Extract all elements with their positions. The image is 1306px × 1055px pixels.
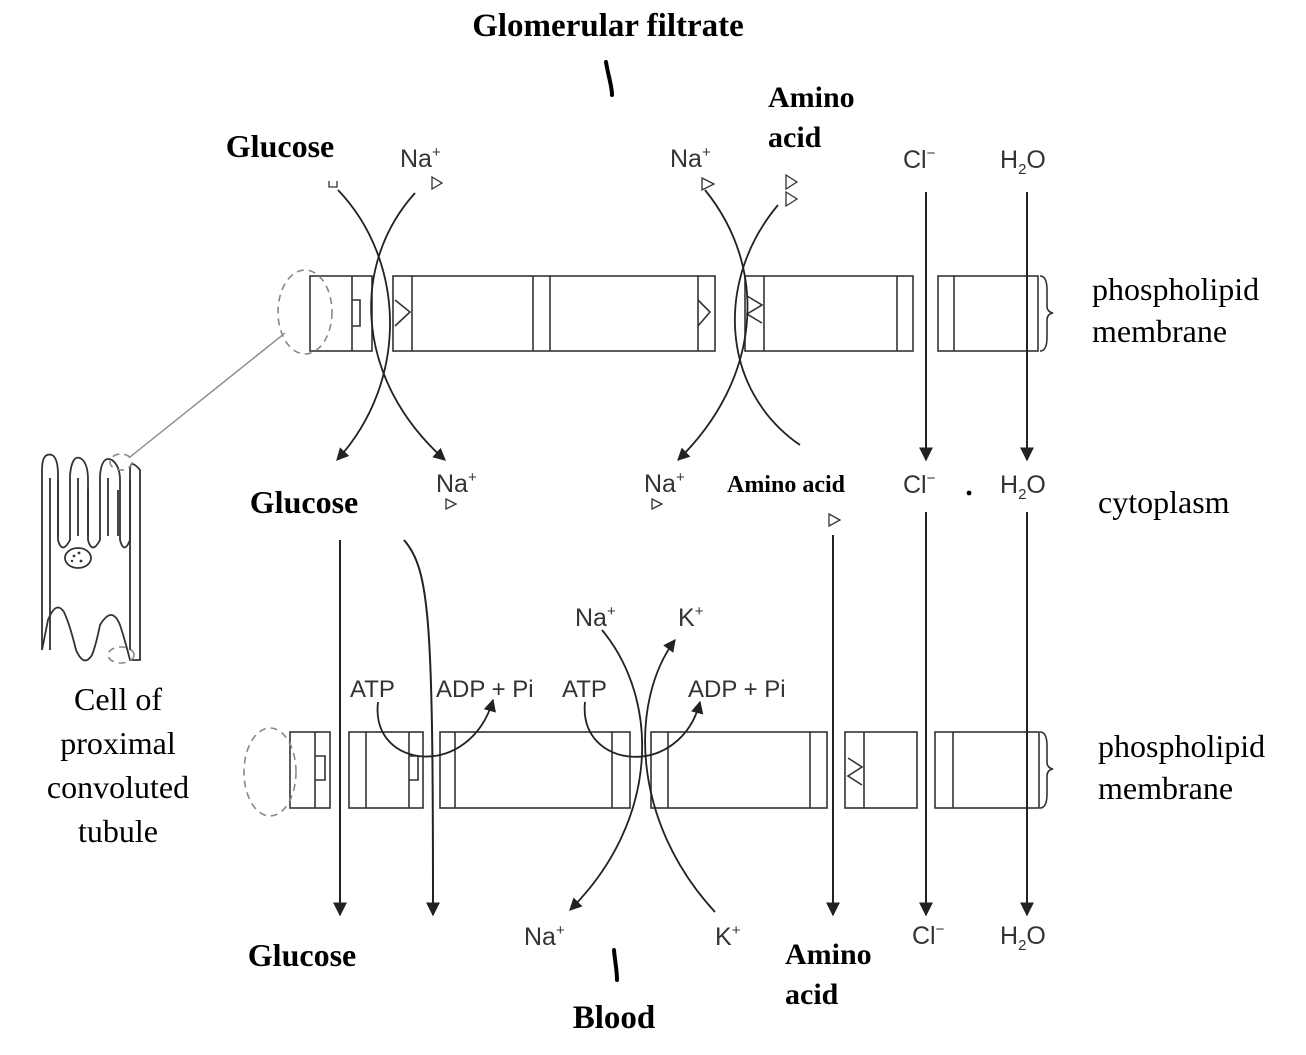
- title-blood: Blood: [573, 1000, 656, 1036]
- amino-acid-icon-top: [785, 173, 799, 208]
- title-glomerular-filtrate: Glomerular filtrate: [472, 8, 744, 44]
- amino-acid-icon-mid: [828, 512, 842, 528]
- k-label-pump: K+: [678, 603, 704, 632]
- glucose-label-bottom: Glucose: [248, 937, 356, 973]
- k-label-bottom: K+: [715, 922, 741, 951]
- zoom-circle-top: [277, 269, 333, 355]
- glucose-molecule-icon: [328, 181, 338, 188]
- adp-label-right: ADP + Pi: [688, 676, 786, 703]
- na-label-top-right: Na+: [670, 144, 711, 173]
- proximal-tubule-cell-icon: [41, 332, 286, 664]
- atp-label-left: ATP: [350, 676, 395, 703]
- na-label-pump: Na+: [575, 603, 616, 632]
- amino-acid-label-middle: Amino acid: [727, 472, 846, 498]
- atp-arrow-left: [376, 698, 496, 758]
- na-uptake-arrow-right: [677, 189, 749, 461]
- glucose-uptake-arrow: [336, 189, 391, 461]
- k-pump-arrow: [644, 638, 716, 913]
- down-arrow-top: [604, 60, 614, 97]
- h2o-label-top: H2O: [1000, 146, 1046, 178]
- h2o-label-middle: H2O: [1000, 471, 1046, 503]
- cl-label-bottom: Cl−: [912, 921, 945, 950]
- bottom-membrane: [243, 727, 1054, 817]
- cl-label-top: Cl−: [903, 145, 936, 174]
- na-label-middle-right: Na+: [644, 469, 685, 498]
- h2o-label-bottom: H2O: [1000, 922, 1046, 954]
- amino-acid-uptake-curve: [734, 204, 801, 446]
- cytoplasm-label: cytoplasm: [1098, 484, 1230, 520]
- cl-label-middle: Cl−: [903, 470, 936, 499]
- adp-label-left: ADP + Pi: [436, 676, 534, 703]
- glucose-label-top: Glucose: [226, 128, 334, 164]
- na-ion-icon-top-right: [701, 176, 716, 192]
- glucose-exit-curve-arrow: [403, 539, 440, 917]
- stray-dot: [966, 490, 972, 496]
- zoom-circle-bottom: [243, 727, 297, 817]
- na-label-bottom: Na+: [524, 922, 565, 951]
- na-uptake-arrow-left: [370, 192, 446, 461]
- top-membrane: [277, 269, 1054, 355]
- na-label-top-left: Na+: [400, 144, 441, 173]
- na-pump-arrow: [569, 629, 643, 911]
- na-ion-icon-mid-left: [445, 497, 458, 511]
- atp-arrow-right: [584, 700, 704, 758]
- down-arrow-bottom: [612, 948, 619, 982]
- na-ion-icon-mid-right: [651, 497, 664, 511]
- na-label-middle-left: Na+: [436, 469, 477, 498]
- na-ion-icon-top-left: [431, 175, 444, 191]
- glucose-label-middle: Glucose: [250, 484, 358, 520]
- atp-label-right: ATP: [562, 676, 607, 703]
